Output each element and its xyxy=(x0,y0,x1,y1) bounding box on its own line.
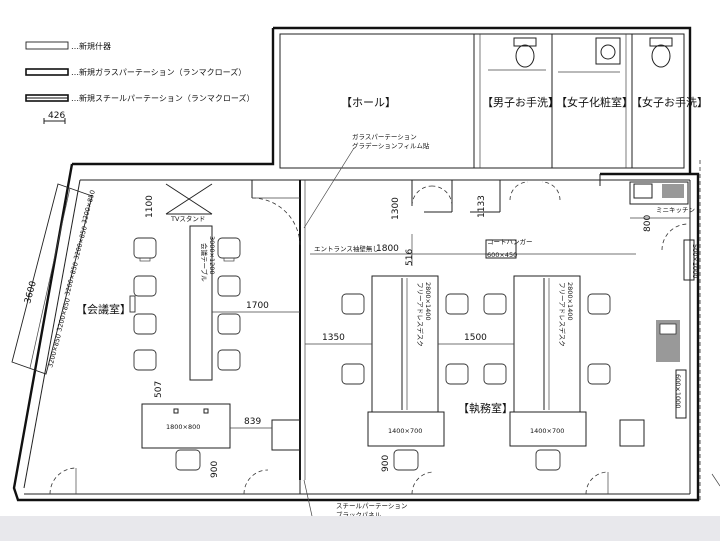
dimension-900-left: 900 xyxy=(210,461,220,478)
office-desk-right: フリーアドレスデスク 2800×1400 1400×700 xyxy=(509,275,587,447)
meeting-room-partition xyxy=(251,180,306,494)
desk-left-size: 1400×700 xyxy=(388,427,422,435)
meeting-table-size: 3000×1200 xyxy=(208,236,216,275)
office-desk-b-label: フリーアドレスデスク xyxy=(558,282,567,347)
dimension-1500: 1500 xyxy=(464,333,487,343)
office-chairs xyxy=(341,293,611,471)
window-unit: 3200×850 xyxy=(72,225,89,260)
coat-hanger-size: 600×450 xyxy=(487,251,517,259)
entrance-label: エントランス袖壁無し xyxy=(314,244,379,253)
steel-partition-label: スチールパーテーション xyxy=(336,502,407,510)
dimension-3600: 3600 xyxy=(23,280,39,305)
scale-label: 426 xyxy=(48,111,65,121)
cabinet-bottom-size: 600×1000 xyxy=(674,374,682,408)
dimension-1100: 1100 xyxy=(145,195,155,218)
tv-stand: TVスタンド 1100 xyxy=(145,183,213,223)
upper-block: 【ホール】 【男子お手洗】 【女子化粧室】 【女子お手洗】 xyxy=(72,26,708,174)
dimension-800: 800 xyxy=(643,215,653,232)
legend-item-furniture: …新規什器 xyxy=(71,41,111,51)
mini-kitchen-label: ミニキッチン xyxy=(656,206,695,214)
glass-partition-label: ガラスパーテーション xyxy=(352,132,417,141)
room-label-meeting-room: 【会議室】 xyxy=(76,302,131,316)
room-label-office: 【執務室】 xyxy=(458,401,513,415)
coat-hanger-label: コートハンガー xyxy=(487,237,533,246)
window-unit: 3200×850 xyxy=(80,189,97,224)
outer-walls xyxy=(11,163,700,502)
cabinet-top-size: 500×1000 xyxy=(691,244,699,278)
dimension-1700: 1700 xyxy=(246,301,269,311)
room-label-mens-restroom: 【男子お手洗】 xyxy=(482,95,559,109)
dimension-1133: 1133 xyxy=(477,195,487,218)
toilet-icon xyxy=(649,37,673,68)
legend: …新規什器 …新規ガラスパーテーション（ランマクローズ） …新規スチールパーテー… xyxy=(25,41,254,124)
dimension-507: 507 xyxy=(154,381,164,398)
entrance-area: 1300 1133 エントランス袖壁無し 1800 516 コートハンガー 60… xyxy=(310,174,636,266)
dimension-1300: 1300 xyxy=(391,197,401,220)
room-label-powder-room: 【女子化粧室】 xyxy=(556,95,633,109)
gradation-film-label: グラデーションフィルム貼 xyxy=(352,141,430,150)
side-table: 1800×800 839 900 xyxy=(141,403,272,478)
office-desk-a-size: 2800×1400 xyxy=(424,282,432,321)
copier-area: 600×1000 xyxy=(619,320,687,447)
legend-swatch-furniture xyxy=(25,41,69,50)
legend-item-glass: …新規ガラスパーテーション（ランマクローズ） xyxy=(71,67,246,77)
office-desk-a-label: フリーアドレスデスク xyxy=(416,282,425,347)
black-panel-label: ブラックパネル xyxy=(336,510,382,519)
bottom-strip xyxy=(0,516,720,541)
dimension-900-right: 900 xyxy=(381,455,391,472)
mini-kitchen: ミニキッチン 800 500×1000 xyxy=(629,181,699,281)
dimension-1800: 1800 xyxy=(376,244,399,254)
room-label-womens-restroom: 【女子お手洗】 xyxy=(631,95,708,109)
meeting-chairs xyxy=(129,237,241,371)
legend-swatch-glass xyxy=(25,68,69,76)
glass-partition-note: ガラスパーテーション グラデーションフィルム貼 xyxy=(303,132,430,229)
meeting-table-label: 会議テーブル xyxy=(200,243,209,282)
steel-partition-note: スチールパーテーション ブラックパネル xyxy=(303,479,407,519)
window-unit: 3200×850 xyxy=(63,261,80,296)
window-units: 3200×850 3200×850 3200×850 3200×850 3200… xyxy=(23,189,97,368)
room-label-hall: 【ホール】 xyxy=(341,96,396,109)
dimension-516: 516 xyxy=(405,249,415,266)
tv-stand-label: TVスタンド xyxy=(170,214,205,223)
meeting-table: 会議テーブル 3000×1200 xyxy=(189,225,216,381)
desk-right-size: 1400×700 xyxy=(530,427,564,435)
sink-icon xyxy=(595,37,621,65)
toilet-icon xyxy=(513,37,537,68)
dimension-839: 839 xyxy=(244,417,261,427)
side-table-size: 1800×800 xyxy=(166,423,200,431)
office-desk-b-size: 2800×1400 xyxy=(566,282,574,321)
dimension-1350: 1350 xyxy=(322,333,345,343)
office-desk-left: フリーアドレスデスク 2800×1400 1400×700 xyxy=(367,275,445,447)
legend-item-steel: …新規スチールパーテーション（ランマクローズ） xyxy=(71,93,254,103)
